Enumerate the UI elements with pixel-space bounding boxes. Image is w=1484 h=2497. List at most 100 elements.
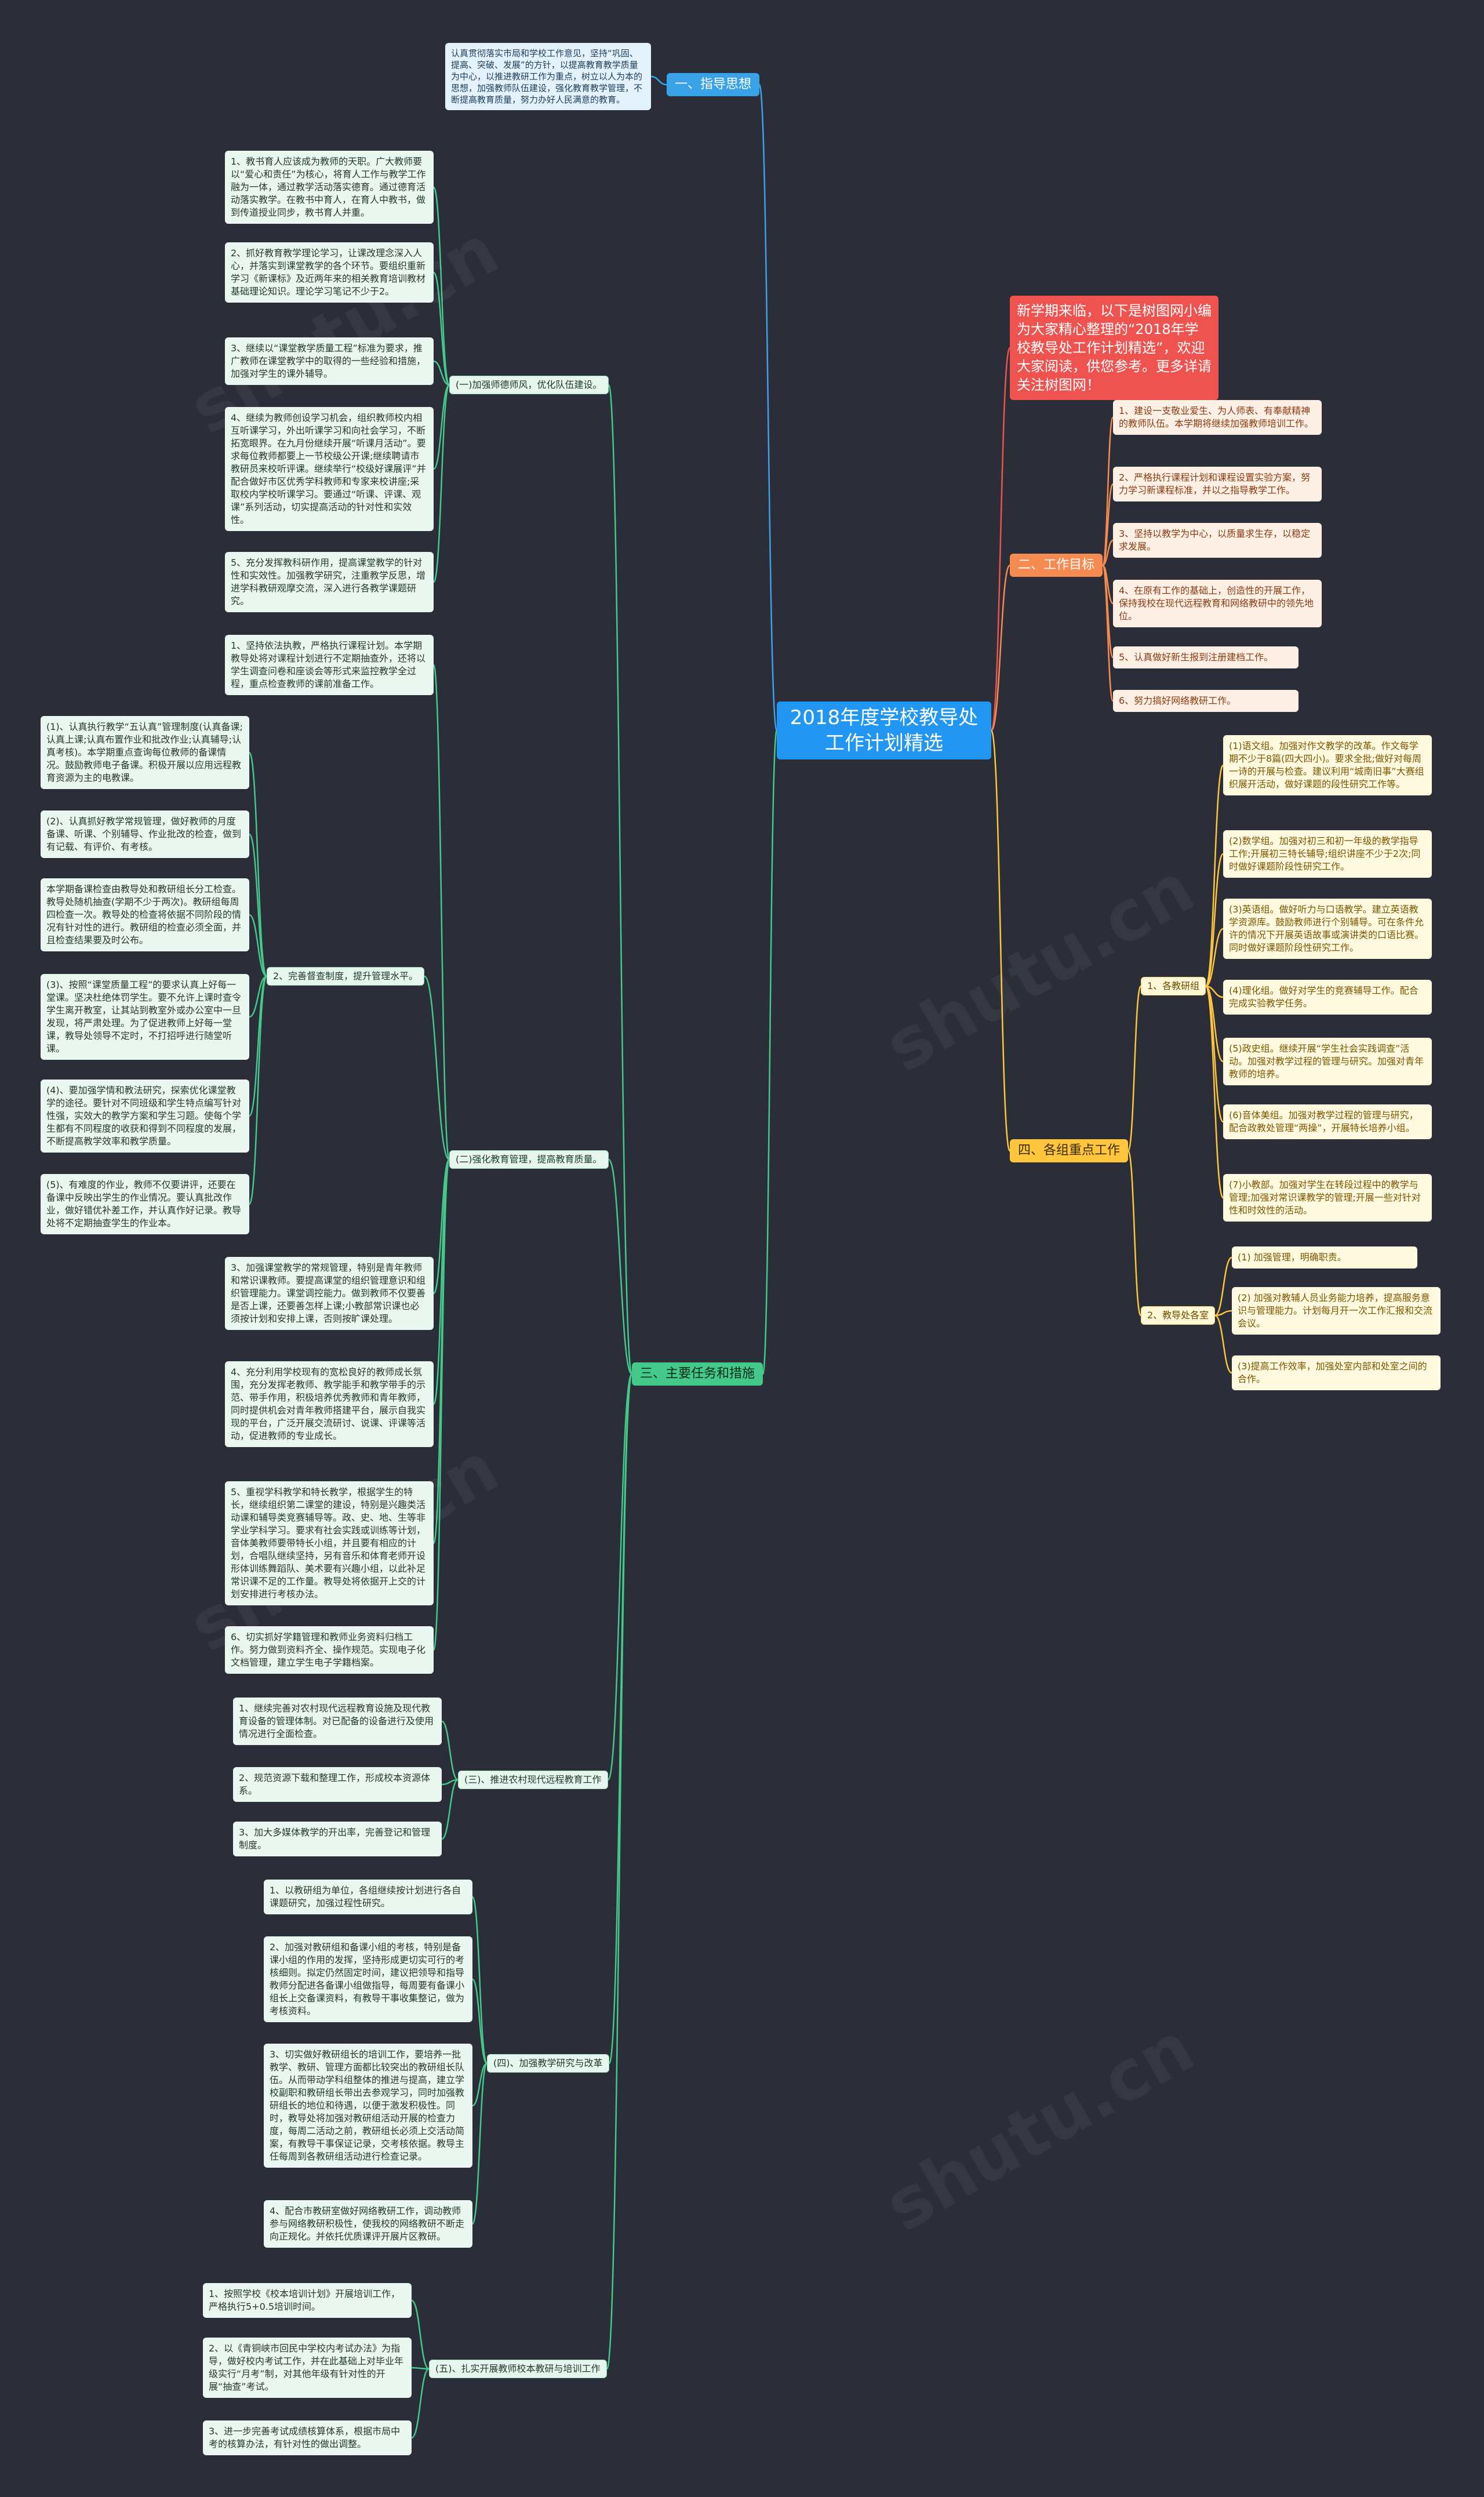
connector (1205, 928, 1224, 987)
branch-guiding-thought[interactable]: 一、指导思想 (667, 73, 760, 96)
guiding-text: 认真贯彻落实市局和学校工作意见，坚持“巩固、提高、突破、发展”的方针，以提高教育… (445, 43, 651, 110)
task-school-based-training[interactable]: (五)、扎实开展教师校本教研与培训工作 (429, 2360, 607, 2378)
connector (1214, 1310, 1232, 1317)
group-item: (1)语文组。加强对作文教学的改革。作文每学期不少于8篇(四大四小)。要求全批;… (1223, 735, 1432, 795)
connector (248, 833, 268, 977)
connector (471, 1896, 488, 2065)
connector (1127, 1150, 1142, 1317)
connector (990, 729, 1011, 1152)
branch-work-goals[interactable]: 二、工作目标 (1010, 554, 1103, 577)
supervision-item: (1)、认真执行教学“五认真”管理制度(认真备课;认真上课;认真布置作业和批改作… (41, 716, 249, 789)
task-item: 3、加强课堂教学的常规管理，特别是青年教师和常识课教师。要提高课堂的组织管理意识… (225, 1257, 434, 1330)
root-topic[interactable]: 2018年度学校教导处工作计划精选 (777, 702, 991, 759)
goal-item: 2、严格执行课程计划和课程设置实验方案，努力学习新课程标准，并以之指导教学工作。 (1113, 467, 1322, 501)
connector (608, 1373, 633, 2065)
branch-main-tasks[interactable]: 三、主要任务和措施 (632, 1362, 763, 1386)
task-item: 2、抓好教育教学理论学习，让课改理念深入人心，并落实到课堂教学的各个环节。要组织… (225, 242, 434, 303)
connector (432, 664, 450, 1161)
connector (1101, 483, 1114, 566)
connector (606, 1373, 633, 2370)
connector (248, 751, 268, 977)
connector (411, 2367, 430, 2370)
group-item: (7)小教部。加强对学生在转段过程中的教学与管理;加强对常识课教学的管理;开展一… (1223, 1174, 1432, 1222)
connector (472, 2062, 488, 2107)
task-education-management[interactable]: (二)强化教育管理，提高教育质量。 (449, 1150, 609, 1169)
task-item: 2、加强对教研组和备课小组的考核，特别是备课小组的作用的发挥，坚持形成更切实可行… (264, 1936, 472, 2022)
connector (1102, 539, 1114, 566)
connector (248, 975, 268, 1205)
connector (432, 1158, 450, 1651)
connector (1205, 853, 1224, 987)
task-item: 1、以教研组为单位，各组继续按计划进行各自课题研究，加强过程性研究。 (264, 1880, 472, 1914)
task-supervision-system[interactable]: 2、完善督查制度，提升管理水平。 (267, 967, 425, 986)
group-office-rooms[interactable]: 2、教导处各室 (1141, 1306, 1216, 1325)
supervision-item: (4)、要加强学情和教法研究，探索优化课堂教学的途径。要针对不同班级和学生特点编… (41, 1080, 249, 1153)
goal-item: 6、努力搞好网络教研工作。 (1113, 690, 1298, 712)
connector (471, 2062, 488, 2225)
connector (1205, 764, 1224, 987)
task-teaching-research[interactable]: (四)、加强教学研究与改革 (487, 2054, 609, 2073)
goal-item: 5、认真做好新生报到注册建档工作。 (1113, 646, 1298, 668)
task-item: 2、以《青铜峡市回民中学校内考试办法》为指导，做好校内考试工作，并在此基础上对毕… (203, 2338, 412, 2398)
connector (441, 1720, 459, 1781)
task-teacher-ethics[interactable]: (一)加强师德师风，优化队伍建设。 (449, 376, 609, 394)
task-item: 3、加大多媒体教学的开出率，完善登记和管理制度。 (233, 1822, 442, 1856)
connector (990, 564, 1011, 732)
connector (1101, 564, 1114, 702)
connector (1205, 985, 1224, 1199)
task-item: 1、继续完善对农村现代远程教育设施及现代教育设备的管理体制。对已配备的设备进行及… (233, 1698, 442, 1745)
connector (607, 1373, 633, 1781)
task-rural-remote-education[interactable]: (三)、推进农村现代远程教育工作 (458, 1771, 608, 1789)
connector (249, 914, 267, 977)
connector (762, 729, 778, 1375)
task-item: 4、继续为教师创设学习机会，组织教师校内相互听课学习，外出听课学习和向社会学习，… (225, 407, 434, 531)
office-item: (2) 加强对教辅人员业务能力培养，提高服务意识与管理能力。计划每月开一次工作汇… (1232, 1287, 1441, 1335)
task-item: 5、充分发挥教科研作用，提高课堂教学的针对性和实效性。加强教学研究，注重教学反思… (225, 552, 434, 612)
task-item: 4、充分利用学校现有的宽松良好的教师成长氛围，充分发挥老教师、教学能手和教学带手… (225, 1361, 434, 1447)
office-item: (3)提高工作效率，加强处室内部和处室之间的合作。 (1232, 1355, 1441, 1390)
goal-item: 1、建设一支敬业爱生、为人师表、有奉献精神的教师队伍。本学期将继续加强教师培训工… (1113, 400, 1322, 435)
supervision-item: (3)、按照“课堂质量工程”的要求认真上好每一堂课。坚决杜绝体罚学生。要不允许上… (41, 974, 249, 1060)
connector (441, 1779, 459, 1840)
connector (411, 2299, 430, 2370)
connector (432, 271, 450, 386)
connector (471, 1978, 488, 2065)
group-item: (5)政史组。继续开展“学生社会实践调查”活动。加强对教学过程的管理与研究。加强… (1223, 1038, 1432, 1085)
connector (650, 75, 667, 86)
branch-group-key-work[interactable]: 四、各组重点工作 (1010, 1139, 1129, 1162)
task-item: 3、继续以“课堂教学质量工程”标准为要求，推广教师在课堂教学中的取得的一些经验和… (225, 337, 434, 385)
connector (1101, 416, 1114, 566)
office-item: (1) 加强管理，明确职责。 (1232, 1246, 1417, 1269)
connector (423, 975, 450, 1161)
connector (990, 347, 1011, 732)
group-item: (2)数学组。加强对初三和初一年级的教学指导工作;开展初三特长辅导;组织讲座不少… (1223, 830, 1432, 878)
group-teaching-research[interactable]: 1、各教研组 (1141, 977, 1206, 995)
connector (432, 186, 450, 386)
connector (1127, 985, 1142, 1152)
supervision-item: (2)、认真抓好教学常规管理，做好教师的月度备课、听课、个别辅导、作业批改的检查… (41, 810, 249, 858)
task-item: 2、规范资源下载和整理工作，形成校本资源体系。 (233, 1767, 442, 1802)
supervision-item: (5)、有难度的作业，教师不仅要讲评，还要在备课中反映出学生的作业情况。要认真批… (41, 1174, 249, 1234)
task-item: 4、配合市教研室做好网络教研工作，调动教师参与网络教研积极性，使我校的网络教研不… (264, 2200, 472, 2248)
intro-note: 新学期来临，以下是树图网小编为大家精心整理的“2018年学校教导处工作计划精选”… (1010, 296, 1219, 400)
connector (608, 384, 633, 1375)
task-item: 3、切实做好教研组长的培训工作，要培养一批教学、教研、管理方面都比较突出的教研组… (264, 2044, 472, 2168)
group-item: (4)理化组。做好对学生的竞赛辅导工作。配合完成实验教学任务。 (1223, 980, 1432, 1015)
task-item: 1、教书育人应该成为教师的天职。广大教师要以“爱心和责任”为核心，将育人工作与教… (225, 151, 434, 224)
connector (432, 384, 450, 470)
goal-item: 3、坚持以教学为中心，以质量求生存，以稳定求发展。 (1113, 523, 1322, 558)
connector (433, 360, 450, 386)
task-item: 1、坚持依法执教，严格执行课程计划。本学期教导处将对课程计划进行不定期抽查外，还… (225, 635, 434, 695)
task-item: 5、重视学科教学和特长教学，根据学生的特长，继续组织第二课堂的建设，特别是兴趣类… (225, 1481, 434, 1605)
connector (1214, 1256, 1232, 1317)
task-item: 1、按照学校《校本培训计划》开展培训工作，严格执行5+0.5培训时间。 (203, 2283, 412, 2318)
connector (1214, 1314, 1232, 1374)
connector (248, 975, 268, 1117)
group-item: (3)英语组。做好听力与口语教学。建立英语教学资源库。鼓励教师进行个别辅导。可在… (1223, 899, 1432, 959)
task-item: 6、切实抓好学籍管理和教师业务资料归档工作。努力做到资料齐全、操作规范。实现电子… (225, 1626, 434, 1674)
group-item: (6)音体美组。加强对教学过程的管理与研究，配合政教处管理“两操”，开展特长培养… (1223, 1104, 1432, 1139)
connector (758, 83, 778, 732)
connector (608, 1158, 633, 1375)
connector (411, 2368, 430, 2439)
